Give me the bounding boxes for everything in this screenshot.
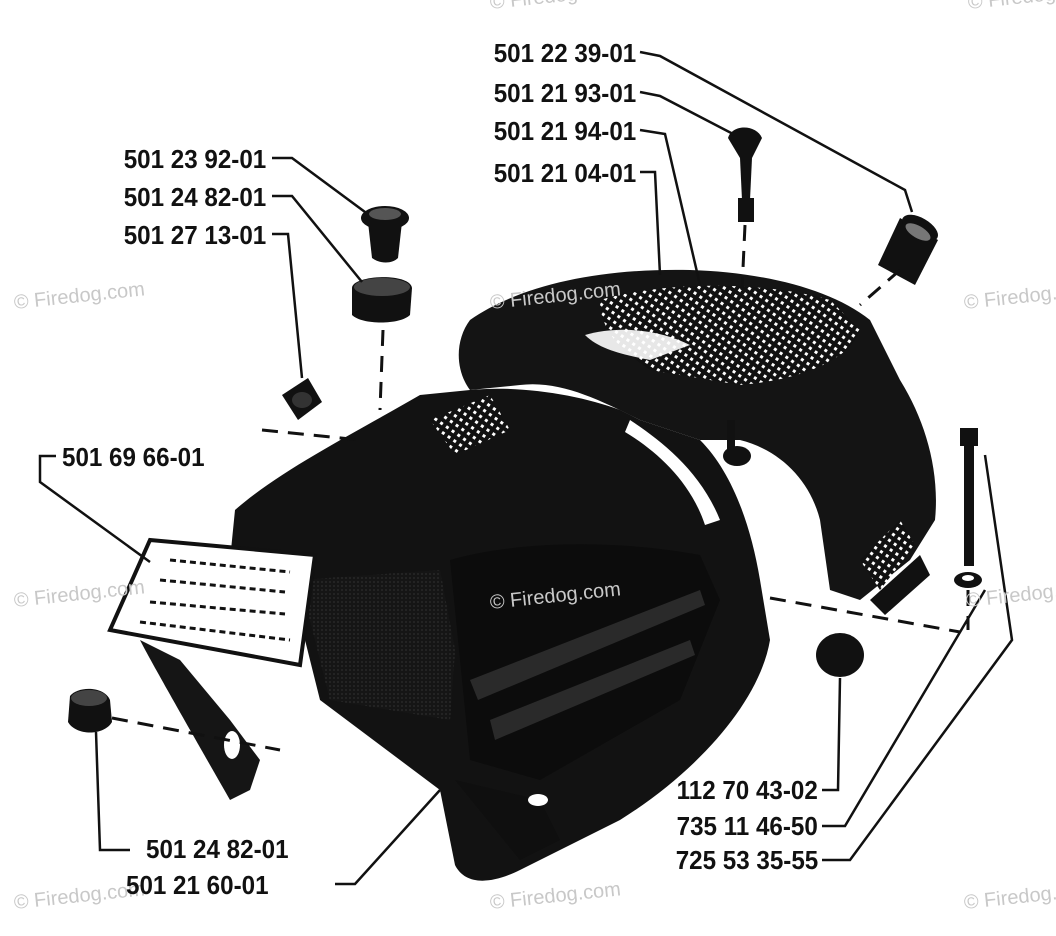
rubber-buffer-part — [816, 633, 864, 677]
part-label-top-cover: 501 21 04-01 — [493, 158, 636, 188]
part-label-top-grille: 501 21 94-01 — [493, 116, 636, 146]
top-cover-part — [458, 269, 936, 615]
part-label-grommet-top: 501 24 82-01 — [123, 182, 266, 212]
decal-part — [107, 537, 318, 668]
part-label-fuel-cap: 501 22 39-01 — [493, 38, 636, 68]
grommet-bottom-part — [68, 688, 112, 733]
part-label-grommet-bottom: 501 24 82-01 — [146, 834, 289, 864]
part-label-cylinder-cover: 501 21 60-01 — [126, 870, 269, 900]
cylinder-cover-part — [140, 388, 770, 881]
screw-under-cover-part — [723, 420, 751, 466]
washer-part — [954, 572, 982, 588]
assembly-dash-lines — [111, 224, 970, 752]
part-label-rubber-buffer: 112 70 43-02 — [676, 775, 818, 805]
plug-cap-part — [361, 206, 409, 263]
part-label-washer: 735 11 46-50 — [676, 811, 818, 841]
part-label-bushing: 501 27 13-01 — [123, 220, 266, 250]
bushing-part — [282, 378, 322, 420]
leader-lines — [38, 50, 1014, 886]
screw-part — [960, 428, 978, 566]
knob-part — [728, 127, 762, 222]
part-label-screw: 725 53 35-55 — [675, 845, 818, 875]
grommet-top-part — [352, 277, 412, 323]
fuel-cap-part — [878, 214, 939, 285]
part-label-knob: 501 21 93-01 — [493, 78, 636, 108]
part-label-decal: 501 69 66-01 — [62, 442, 205, 472]
part-label-plug-cap: 501 23 92-01 — [123, 144, 266, 174]
